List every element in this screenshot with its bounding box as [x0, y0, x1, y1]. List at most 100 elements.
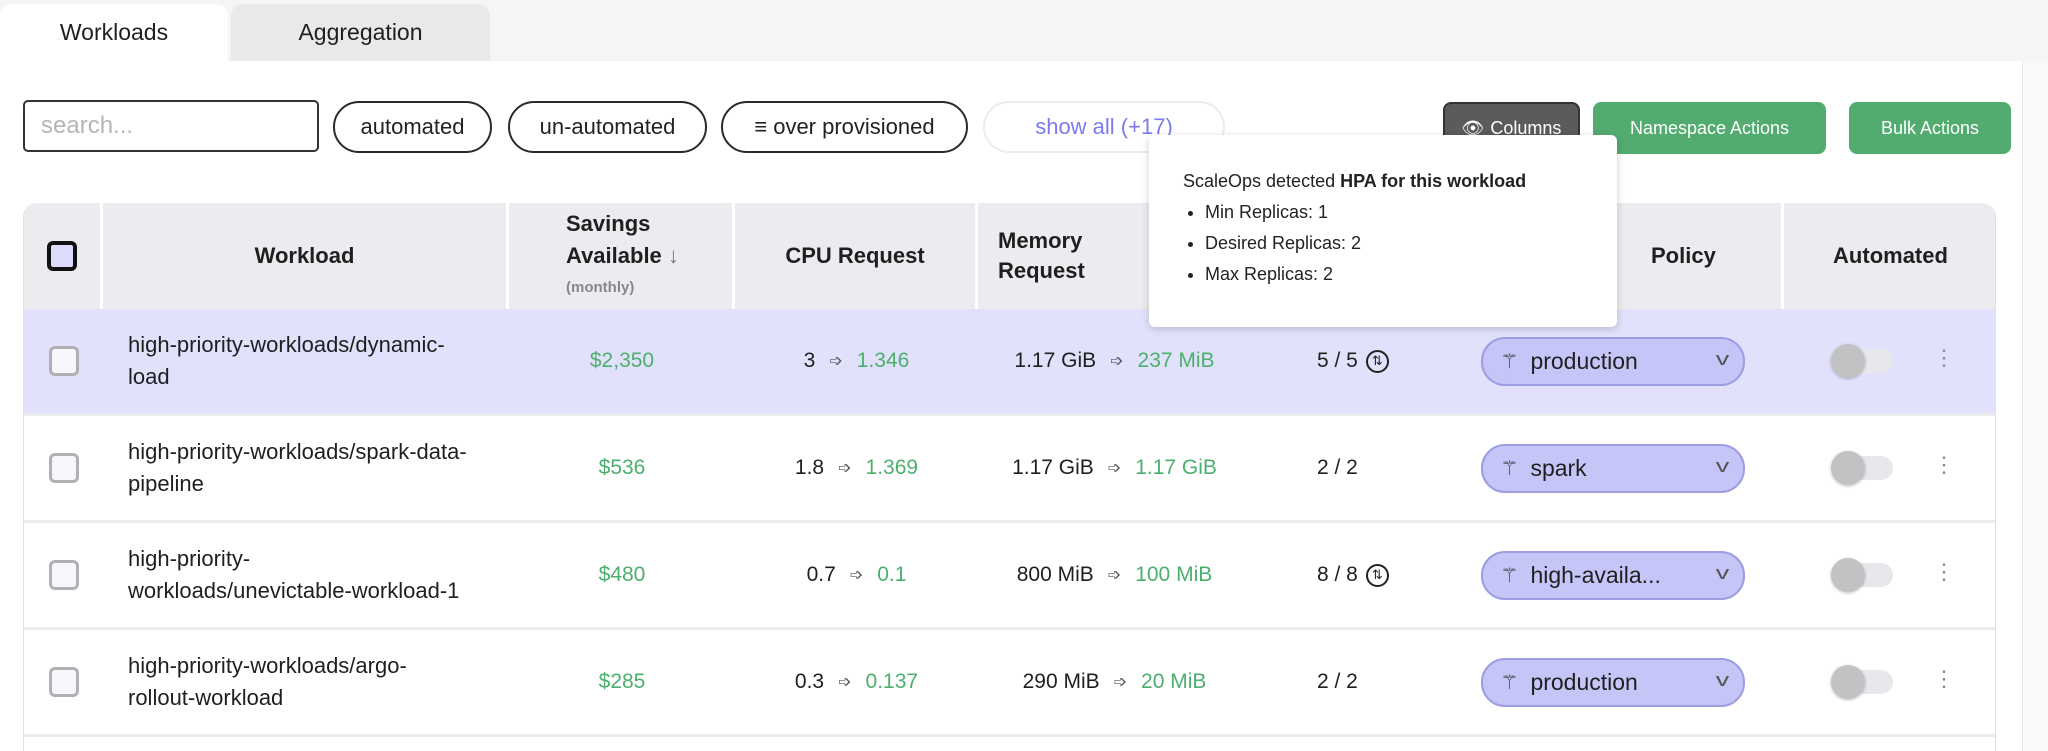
- memory-request: 290 MiB➩20 MiB: [1022, 670, 1207, 693]
- magic-wand-icon: ⚚: [1500, 564, 1519, 587]
- header-savings[interactable]: Savings Available ↓ (monthly): [509, 203, 735, 309]
- table-row[interactable]: high-priority-workloads/dynamic-load $2,…: [24, 309, 1995, 416]
- magic-wand-icon: ⚚: [1500, 457, 1519, 480]
- row-select: [24, 309, 103, 413]
- arrow-right-icon: ➩: [829, 353, 843, 370]
- automated-toggle[interactable]: [1831, 665, 1893, 699]
- header-policy-cell[interactable]: Policy: [1441, 203, 1784, 309]
- policy-select[interactable]: ⚚high-availa...v: [1480, 550, 1745, 600]
- table-header: Workload Savings Available ↓ (monthly) C…: [24, 203, 1995, 309]
- replicas: 2 / 2: [1317, 670, 1358, 693]
- replicas: 8 / 8⇅: [1251, 523, 1441, 627]
- arrow-right-icon: ➩: [1107, 567, 1122, 584]
- table-row: [24, 737, 1995, 751]
- automated-toggle[interactable]: [1831, 558, 1893, 592]
- chevron-down-icon: v: [1715, 562, 1729, 583]
- filter-icon: ≡: [754, 114, 768, 139]
- row-checkbox[interactable]: [48, 560, 79, 590]
- savings-title: Savings Available ↓: [566, 211, 679, 268]
- search-input[interactable]: [23, 100, 319, 152]
- hpa-tooltip: ScaleOps detected HPA for this workload …: [1149, 135, 1617, 327]
- workload-name[interactable]: high-priority-workloads/argo-rollout-wor…: [128, 653, 407, 710]
- header-automated[interactable]: Automated: [1833, 243, 1948, 268]
- row-checkbox[interactable]: [48, 667, 79, 697]
- automated-toggle[interactable]: [1831, 344, 1893, 378]
- columns-label: Columns: [1490, 117, 1562, 138]
- cpu-request: 0.7➩0.1: [806, 563, 907, 586]
- toggle-knob: [1831, 558, 1865, 592]
- bulk-actions-label: Bulk Actions: [1880, 117, 1980, 138]
- eye-icon: 👁: [1461, 117, 1485, 138]
- replicas: 2 / 2: [1317, 456, 1358, 479]
- show-all-label: show all (+17): [1035, 114, 1173, 139]
- automated-toggle[interactable]: [1831, 451, 1893, 485]
- savings-subtitle: (monthly): [566, 279, 635, 296]
- row-checkbox[interactable]: [48, 453, 79, 483]
- memory-request: 1.17 GiB➩1.17 GiB: [1012, 456, 1217, 479]
- toggle-knob: [1831, 344, 1865, 378]
- show-all-button[interactable]: show all (+17): [983, 101, 1225, 153]
- namespace-actions-button[interactable]: Namespace Actions: [1593, 102, 1826, 154]
- cpu-request: 0.3➩0.137: [794, 670, 919, 693]
- header-policy: Policy: [1651, 243, 1716, 268]
- tooltip-list: Min Replicas: 1 Desired Replicas: 2 Max …: [1205, 202, 1617, 285]
- select-all-checkbox[interactable]: [47, 241, 77, 271]
- workload-name[interactable]: high-priority-workloads/unevictable-work…: [128, 546, 460, 603]
- header-workload[interactable]: Workload: [103, 203, 509, 309]
- chevron-down-icon: v: [1715, 455, 1729, 476]
- row-select: [24, 416, 103, 520]
- bulk-actions-button[interactable]: Bulk Actions: [1849, 102, 2011, 154]
- memory-request: 1.17 GiB➩237 MiB: [1014, 349, 1215, 372]
- tooltip-item: Desired Replicas: 2: [1205, 233, 1617, 254]
- tab-aggregation[interactable]: Aggregation: [231, 4, 490, 61]
- namespace-actions-label: Namespace Actions: [1629, 117, 1790, 138]
- row-checkbox[interactable]: [48, 346, 79, 376]
- tooltip-item: Min Replicas: 1: [1205, 202, 1617, 223]
- filter-label: over provisioned: [773, 114, 935, 139]
- arrow-right-icon: ➩: [1110, 353, 1124, 370]
- arrow-right-icon: ➩: [838, 674, 852, 691]
- memory-request: 800 MiB➩100 MiB: [1016, 563, 1213, 586]
- table-row[interactable]: high-priority-workloads/spark-data-pipel…: [24, 416, 1995, 523]
- filter-automated[interactable]: automated: [333, 101, 492, 153]
- more-options-icon[interactable]: ⋮: [1933, 345, 1955, 370]
- header-memory: Memory Request: [998, 228, 1085, 283]
- workloads-table: Workload Savings Available ↓ (monthly) C…: [23, 203, 1996, 751]
- scrollbar-track: [2022, 61, 2048, 751]
- tooltip-item: Max Replicas: 2: [1205, 264, 1617, 285]
- more-options-icon[interactable]: ⋮: [1933, 452, 1955, 477]
- header-cpu[interactable]: CPU Request: [735, 203, 978, 309]
- arrow-right-icon: ➩: [1113, 674, 1128, 691]
- filter-un-automated[interactable]: un-automated: [508, 101, 707, 153]
- workload-name[interactable]: high-priority-workloads/spark-data-pipel…: [128, 439, 467, 496]
- chevron-down-icon: v: [1715, 348, 1729, 369]
- arrow-right-icon: ➩: [838, 460, 852, 477]
- workload-name[interactable]: high-priority-workloads/dynamic-load: [128, 332, 445, 389]
- tab-workloads[interactable]: Workloads: [0, 4, 228, 61]
- filter-over-provisioned[interactable]: ≡over provisioned: [721, 101, 968, 153]
- hpa-icon[interactable]: ⇅: [1365, 563, 1389, 587]
- arrow-right-icon: ➩: [849, 567, 864, 584]
- row-select: [24, 630, 103, 734]
- table-row[interactable]: high-priority-workloads/unevictable-work…: [24, 523, 1995, 630]
- sort-down-icon: ↓: [667, 243, 679, 268]
- more-options-icon[interactable]: ⋮: [1933, 559, 1955, 584]
- savings-value: $480: [598, 563, 646, 586]
- chevron-down-icon: v: [1715, 669, 1729, 690]
- table-row[interactable]: high-priority-workloads/argo-rollout-wor…: [24, 630, 1995, 737]
- arrow-right-icon: ➩: [1107, 460, 1122, 477]
- row-select: [24, 523, 103, 627]
- cpu-request: 3➩1.346: [803, 349, 910, 372]
- hpa-icon[interactable]: ⇅: [1365, 349, 1389, 373]
- savings-value: $536: [598, 456, 646, 479]
- policy-cell: ⚚high-availa...v: [1441, 523, 1784, 627]
- cpu-request: 1.8➩1.369: [794, 456, 919, 479]
- replicas: 5 / 5⇅: [1251, 309, 1441, 413]
- tooltip-title: ScaleOps detected HPA for this workload: [1183, 171, 1527, 191]
- more-options-icon[interactable]: ⋮: [1933, 666, 1955, 691]
